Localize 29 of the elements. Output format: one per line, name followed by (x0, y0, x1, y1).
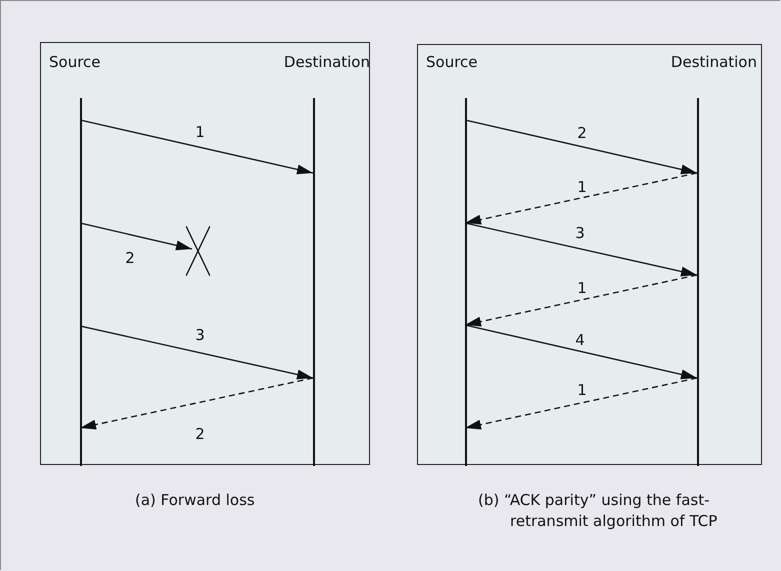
arrow (464, 119, 698, 174)
loss-cross-mark (186, 226, 210, 276)
figure-caption: (a) Forward loss (135, 490, 256, 511)
edge-label: 2 (577, 124, 587, 142)
edge-label: 1 (577, 178, 587, 196)
dashed-arrow (464, 274, 698, 327)
edge-label: 2 (195, 425, 205, 443)
diagram-panel (417, 44, 762, 465)
figure-caption: (b) “ACK parity” using the fast-retransmit algorithm of TCP (478, 490, 718, 532)
dashed-arrow (464, 172, 698, 225)
lifeline-heading: Source (426, 53, 478, 71)
edge-label: 4 (575, 331, 585, 349)
edge-label: 1 (577, 279, 587, 297)
arrow (464, 324, 698, 380)
arrow (464, 222, 698, 276)
edge-label: 3 (575, 224, 585, 242)
arrow (80, 119, 314, 174)
edge-label: 3 (195, 326, 205, 344)
arrow (80, 222, 192, 250)
dashed-arrow (464, 377, 698, 430)
edge-label: 1 (195, 123, 205, 141)
lifeline-heading: Source (49, 53, 101, 71)
diagram-panel (40, 42, 370, 465)
lifeline-heading: Destination (284, 53, 370, 71)
lifeline-heading: Destination (670, 53, 757, 71)
arrow (80, 325, 314, 380)
edge-label: 2 (125, 249, 135, 267)
dashed-arrow (80, 377, 314, 430)
edge-label: 1 (577, 381, 587, 399)
